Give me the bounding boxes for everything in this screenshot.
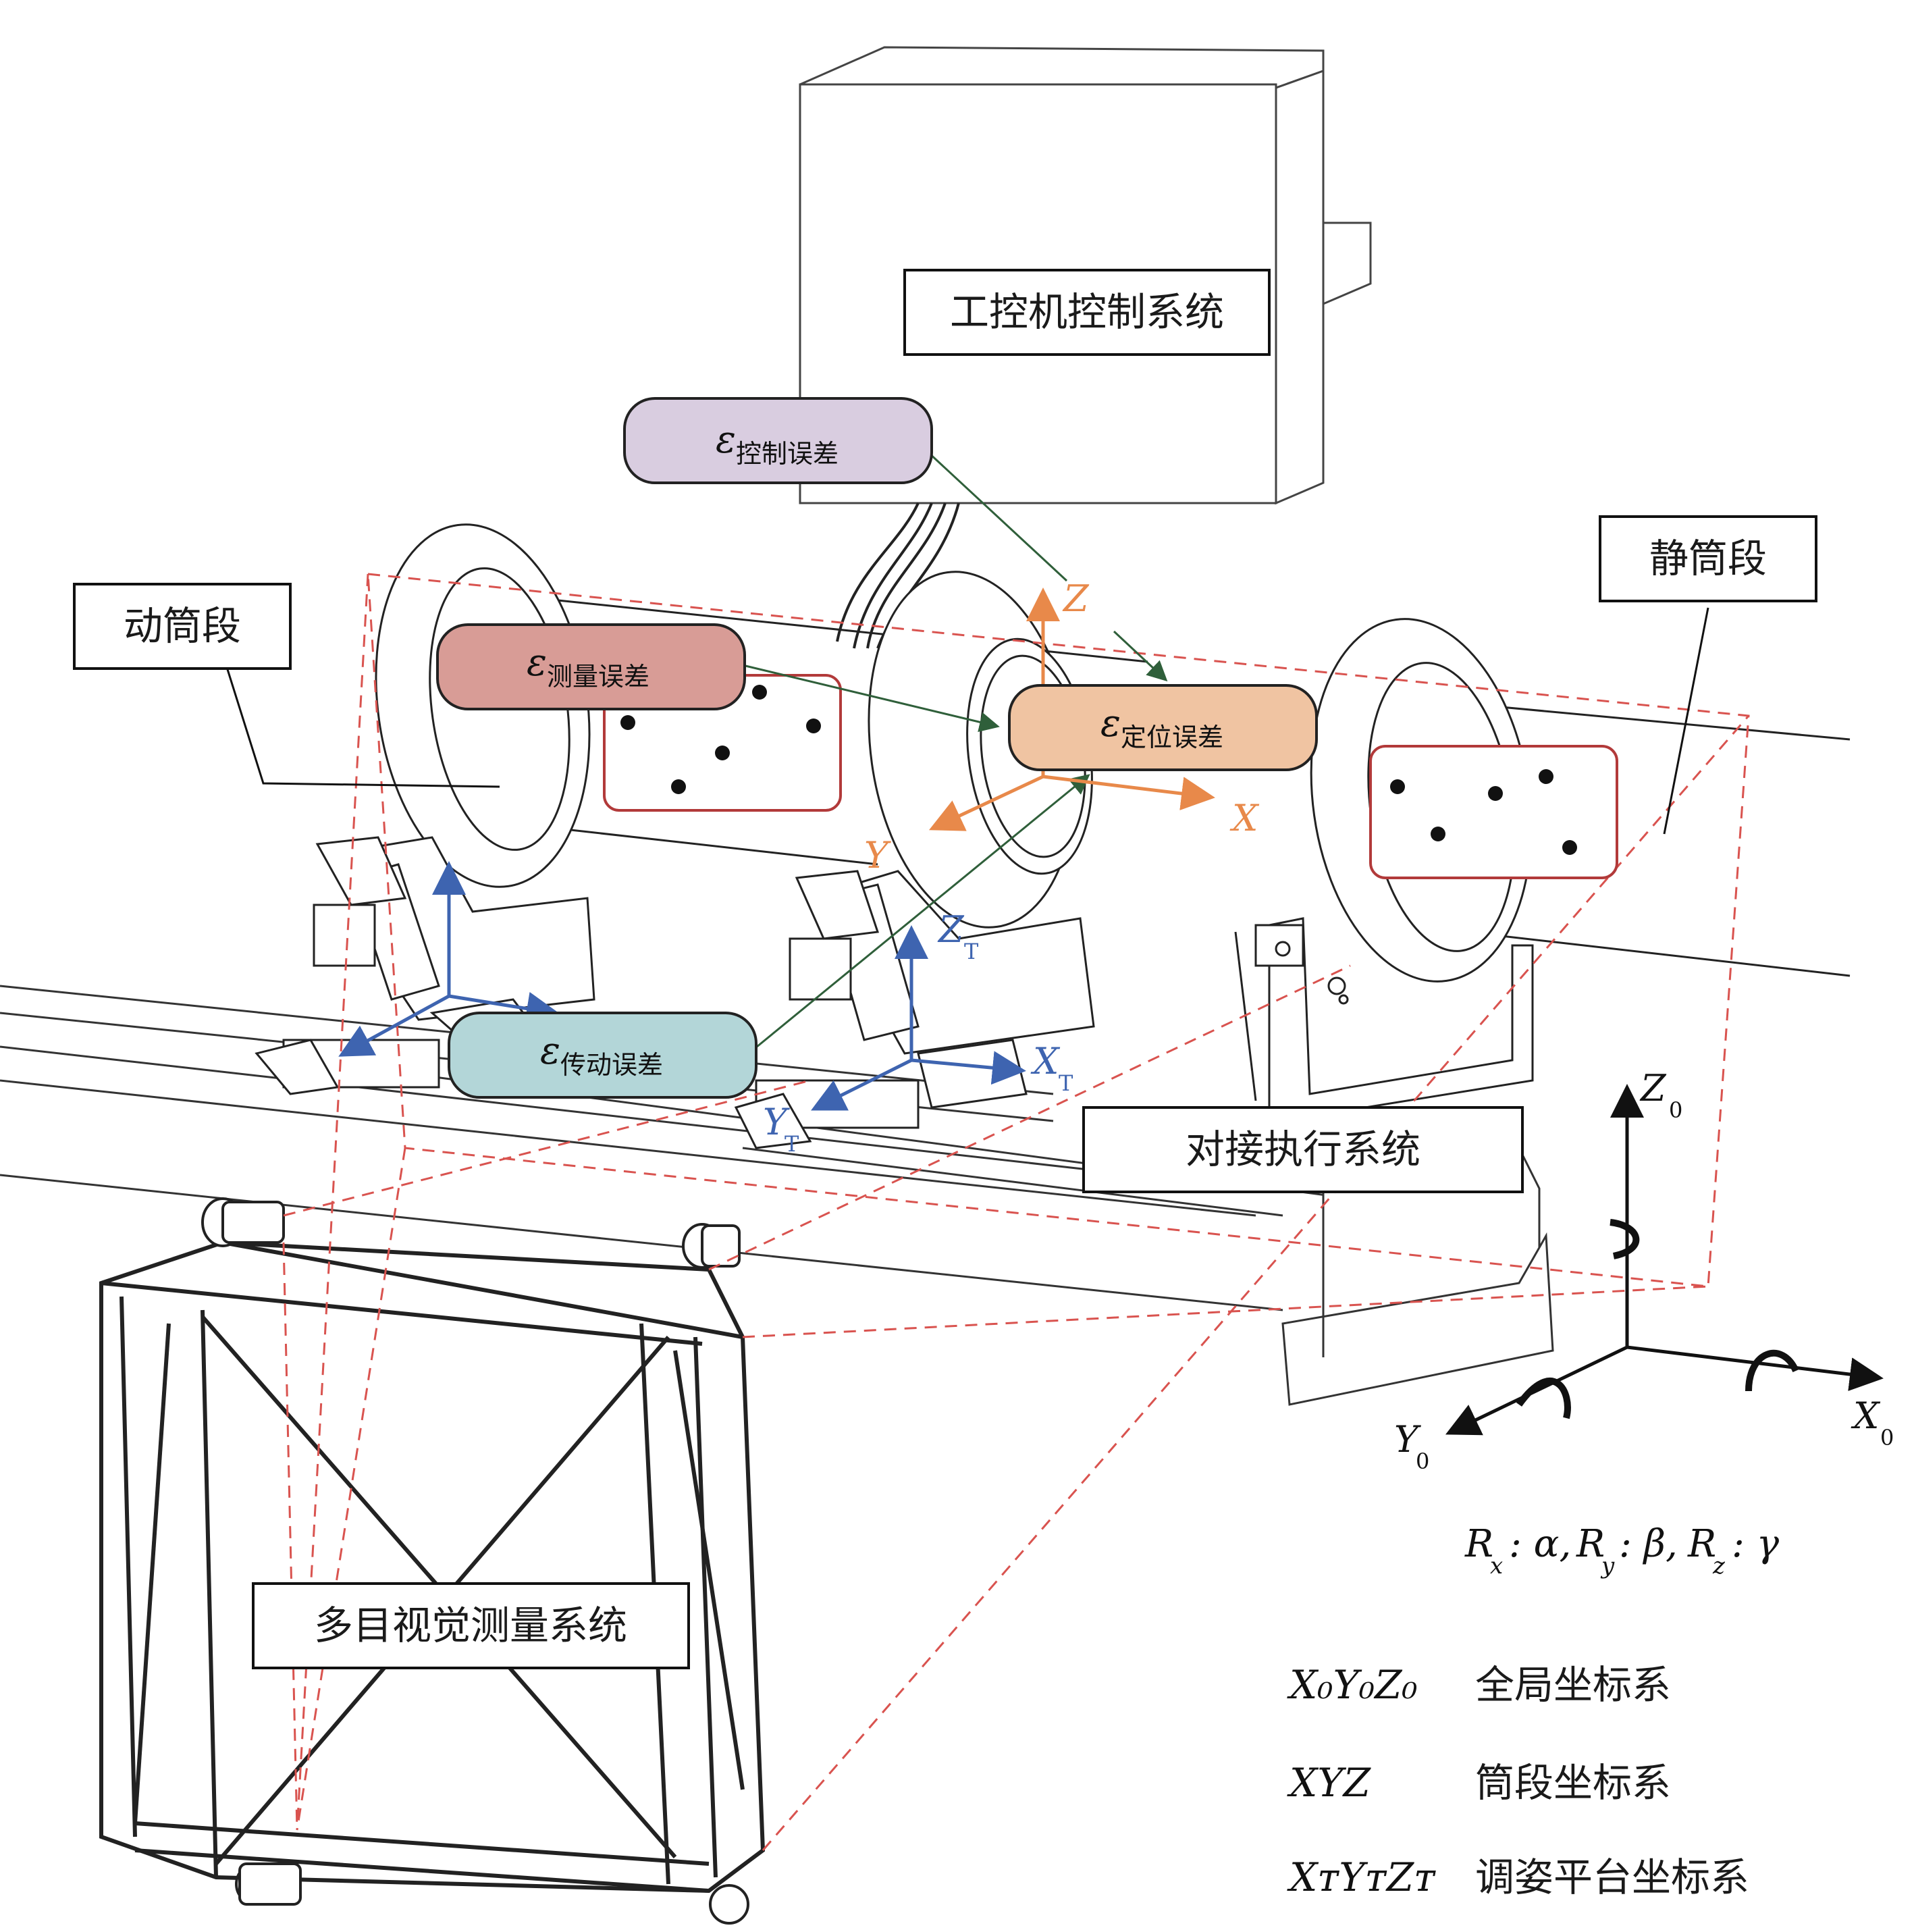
svg-text:对接执行系统: 对接执行系统 (1186, 1126, 1420, 1172)
svg-text:: β,: : β, (1619, 1522, 1678, 1566)
svg-text:ε: ε (540, 1029, 560, 1073)
error-pill-position: ε 定位误差 (1008, 684, 1318, 771)
rotation-arrows (1516, 1219, 1799, 1419)
svg-text:0: 0 (1669, 1097, 1682, 1123)
svg-text:动筒段: 动筒段 (124, 603, 241, 649)
platform-axes-middle (811, 925, 1026, 1111)
error-pill-drive: ε 传动误差 (448, 1012, 757, 1099)
svg-text:静筒段: 静筒段 (1649, 536, 1767, 581)
legend-row: X₀Y₀Z₀ 全局坐标系 (1287, 1662, 1671, 1708)
svg-text:x: x (1490, 1552, 1503, 1579)
svg-text:Z: Z (1639, 1067, 1667, 1109)
svg-text:X: X (1851, 1394, 1881, 1437)
label-docking-system: 对接执行系统 (1082, 1106, 1524, 1193)
actuator-right (1254, 924, 1349, 1005)
svg-text:0: 0 (1416, 1448, 1429, 1474)
svg-text:z: z (1712, 1552, 1726, 1579)
global-z-label: Z 0 (1639, 1067, 1682, 1123)
svg-text:工控机控制系统: 工控机控制系统 (950, 289, 1224, 335)
global-x-label: X 0 (1851, 1394, 1894, 1451)
svg-text:T: T (1059, 1070, 1073, 1096)
vision-cameras (201, 1197, 749, 1925)
svg-text:多目视觉测量系统: 多目视觉测量系统 (314, 1602, 627, 1648)
label-ipc-control: 工控机控制系统 (903, 269, 1271, 356)
svg-text:X: X (1030, 1040, 1061, 1082)
rotation-note: R x : α, R y : β, R z : γ (1464, 1522, 1780, 1579)
target-box-static (1369, 745, 1618, 879)
svg-text:R: R (1464, 1522, 1493, 1566)
error-pill-measure: ε 测量误差 (436, 623, 746, 710)
global-axes (1445, 1084, 1884, 1436)
svg-text:R: R (1687, 1522, 1716, 1566)
platform-y-label: Y T (763, 1101, 799, 1157)
svg-text:: γ: : γ (1732, 1522, 1780, 1566)
global-x-axis (1626, 1345, 1884, 1391)
segment-y-label: Y (864, 834, 891, 877)
svg-text:传动误差: 传动误差 (560, 1050, 663, 1080)
svg-text:ε: ε (1100, 702, 1121, 746)
label-static-segment: 静筒段 (1599, 515, 1817, 602)
leader-lines (225, 607, 1709, 835)
svg-text:ε: ε (716, 418, 736, 462)
svg-text:y: y (1600, 1552, 1615, 1579)
legend-desc: 全局坐标系 (1475, 1662, 1671, 1708)
vision-frame (99, 1240, 766, 1894)
svg-text:T: T (785, 1131, 799, 1157)
legend-symbol: XYZ (1287, 1760, 1372, 1806)
segment-x-label: X (1229, 797, 1260, 839)
measurement-volume (282, 573, 1750, 1851)
ry-rotation-icon (1516, 1378, 1571, 1419)
svg-text:Z: Z (937, 908, 965, 951)
svg-text:T: T (964, 939, 979, 964)
global-y-axis (1445, 1345, 1628, 1436)
rz-rotation-icon (1610, 1219, 1640, 1259)
segment-y-axis (928, 775, 1044, 831)
platform-axes-left (338, 861, 560, 1057)
legend-symbol: XᴛYᴛZᴛ (1287, 1854, 1436, 1900)
error-pill-control: ε 控制误差 (623, 397, 933, 484)
actuator-middle (734, 870, 1028, 1149)
svg-text:Y: Y (1394, 1418, 1421, 1461)
svg-text:ε: ε (527, 641, 547, 685)
label-vision-system: 多目视觉测量系统 (252, 1582, 690, 1669)
legend-desc: 筒段坐标系 (1475, 1760, 1671, 1806)
platform-z-label: Z T (937, 908, 979, 964)
legend-desc: 调姿平台坐标系 (1475, 1854, 1749, 1900)
segment-x-axis (1042, 775, 1215, 810)
svg-text:: α,: : α, (1509, 1522, 1571, 1566)
segment-z-label: Z (1062, 577, 1090, 620)
svg-text:Y: Y (763, 1101, 790, 1143)
svg-text:定位误差: 定位误差 (1121, 723, 1223, 752)
rail-base-block (1281, 1147, 1554, 1406)
legend-row: XᴛYᴛZᴛ 调姿平台坐标系 (1287, 1854, 1749, 1900)
label-moving-segment: 动筒段 (73, 583, 292, 670)
svg-text:R: R (1576, 1522, 1605, 1566)
svg-text:测量误差: 测量误差 (547, 662, 649, 691)
svg-text:控制误差: 控制误差 (736, 439, 839, 469)
platform-x-label: X T (1030, 1040, 1073, 1096)
legend-symbol: X₀Y₀Z₀ (1287, 1662, 1418, 1708)
legend-row: XYZ 筒段坐标系 (1287, 1760, 1671, 1806)
error-flow-arrows (742, 451, 1168, 1051)
rx-rotation-icon (1745, 1349, 1799, 1392)
global-y-label: Y 0 (1394, 1418, 1429, 1474)
svg-text:0: 0 (1880, 1425, 1894, 1451)
legend: X₀Y₀Z₀ 全局坐标系 XYZ 筒段坐标系 XᴛYᴛZᴛ 调姿平台坐标系 (1287, 1662, 1749, 1900)
